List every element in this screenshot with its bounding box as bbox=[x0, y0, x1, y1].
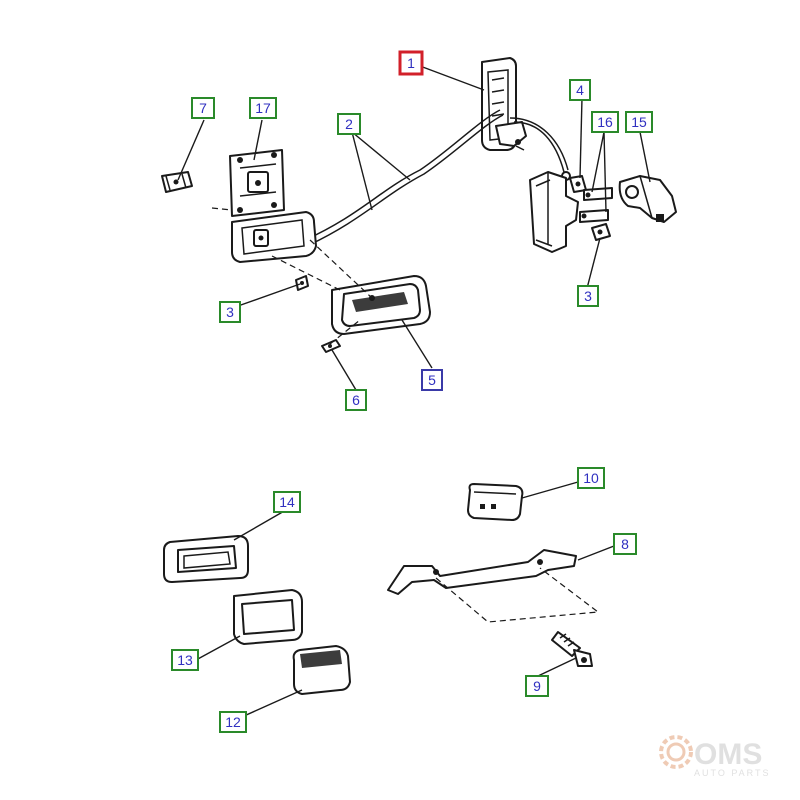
svg-text:1: 1 bbox=[407, 55, 415, 71]
callout-16[interactable]: 16 bbox=[591, 111, 619, 133]
callout-13[interactable]: 13 bbox=[171, 649, 199, 671]
alignment-line bbox=[309, 239, 373, 299]
callout-3-right[interactable]: 3 bbox=[577, 285, 599, 307]
callout-6[interactable]: 6 bbox=[345, 389, 367, 411]
latch-mechanism[interactable] bbox=[529, 171, 579, 253]
callout-1[interactable]: 1 bbox=[398, 50, 424, 76]
callout-3-left[interactable]: 3 bbox=[219, 301, 241, 323]
handle-housing[interactable] bbox=[231, 211, 317, 263]
leader-lines bbox=[177, 65, 651, 717]
svg-text:9: 9 bbox=[533, 678, 541, 694]
part-15-striker[interactable] bbox=[618, 175, 677, 223]
callout-7[interactable]: 7 bbox=[191, 97, 215, 119]
callout-17[interactable]: 17 bbox=[249, 97, 277, 119]
part-3-screw-right[interactable] bbox=[591, 223, 611, 241]
part-7-clip[interactable] bbox=[161, 171, 193, 193]
part-16-bolts[interactable] bbox=[579, 187, 613, 223]
callout-10[interactable]: 10 bbox=[577, 467, 605, 489]
alignment-line bbox=[329, 319, 361, 345]
alignment-line bbox=[435, 567, 600, 623]
callout-12[interactable]: 12 bbox=[219, 711, 247, 733]
svg-text:15: 15 bbox=[631, 114, 647, 130]
callout-15[interactable]: 15 bbox=[625, 111, 653, 133]
part-10-clip[interactable] bbox=[467, 483, 524, 521]
oms-watermark: OMS AUTO PARTS bbox=[659, 735, 771, 778]
callout-8[interactable]: 8 bbox=[613, 533, 637, 555]
part-8-bracket-bar[interactable] bbox=[387, 549, 577, 595]
part-17-bracket[interactable] bbox=[229, 149, 285, 217]
part-14-gasket[interactable] bbox=[163, 535, 249, 583]
svg-text:6: 6 bbox=[352, 392, 360, 408]
svg-text:5: 5 bbox=[428, 372, 436, 388]
watermark-tagline: AUTO PARTS bbox=[694, 768, 771, 778]
part-6-screw[interactable] bbox=[321, 339, 341, 353]
svg-text:7: 7 bbox=[199, 100, 207, 116]
alignment-line bbox=[271, 255, 341, 291]
svg-text:10: 10 bbox=[583, 470, 599, 486]
svg-text:3: 3 bbox=[584, 288, 592, 304]
svg-text:17: 17 bbox=[255, 100, 271, 116]
part-1-release-handle[interactable] bbox=[481, 57, 527, 151]
callout-14[interactable]: 14 bbox=[273, 491, 301, 513]
svg-text:4: 4 bbox=[576, 82, 584, 98]
svg-text:8: 8 bbox=[621, 536, 629, 552]
callout-2[interactable]: 2 bbox=[337, 113, 361, 135]
svg-text:14: 14 bbox=[279, 494, 295, 510]
watermark-brand: OMS bbox=[694, 738, 762, 771]
alignment-line bbox=[211, 207, 233, 211]
svg-text:13: 13 bbox=[177, 652, 193, 668]
svg-text:2: 2 bbox=[345, 116, 353, 132]
callout-4[interactable]: 4 bbox=[569, 79, 591, 101]
svg-text:16: 16 bbox=[597, 114, 613, 130]
svg-text:3: 3 bbox=[226, 304, 234, 320]
part-9-screw[interactable] bbox=[551, 631, 593, 667]
part-12-knob[interactable] bbox=[292, 645, 351, 695]
part-5-bezel[interactable] bbox=[331, 275, 431, 335]
part-3-screw-left[interactable] bbox=[295, 275, 309, 291]
svg-text:12: 12 bbox=[225, 714, 241, 730]
gear-icon bbox=[659, 735, 693, 769]
part-13-surround[interactable] bbox=[233, 589, 303, 645]
callout-5[interactable]: 5 bbox=[421, 369, 443, 391]
callout-9[interactable]: 9 bbox=[525, 675, 549, 697]
